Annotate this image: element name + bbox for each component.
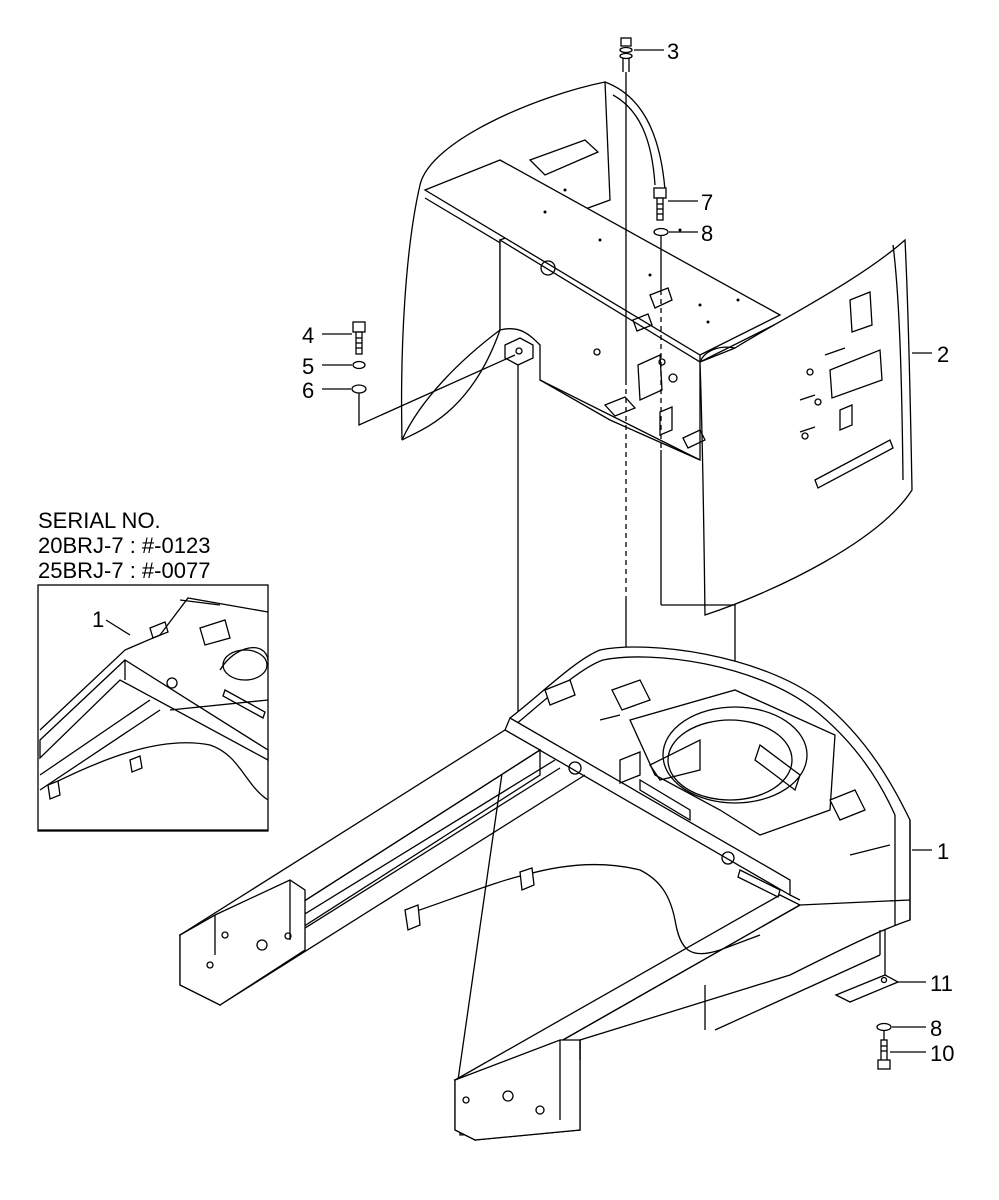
callout-3: 3 bbox=[667, 39, 679, 64]
serial-line-20brj: 20BRJ-7 : #-0123 bbox=[38, 533, 210, 558]
callout-8-bottom: 8 bbox=[930, 1016, 942, 1041]
callout-10: 10 bbox=[930, 1041, 954, 1066]
plate-item-11 bbox=[834, 974, 900, 1003]
washer-item-5 bbox=[352, 360, 366, 370]
callout-2: 2 bbox=[937, 342, 949, 367]
washer-item-6 bbox=[351, 384, 367, 394]
callout-leaders bbox=[105, 49, 932, 1053]
serial-line-25brj: 25BRJ-7 : #-0077 bbox=[38, 558, 210, 583]
callout-7: 7 bbox=[701, 190, 713, 215]
bolt-item-7 bbox=[653, 187, 667, 221]
washer-item-8-bottom bbox=[876, 1022, 892, 1032]
callout-8-top: 8 bbox=[701, 221, 713, 246]
washer-item-8-top bbox=[653, 227, 669, 237]
callout-5: 5 bbox=[302, 354, 314, 379]
bolt-item-3 bbox=[619, 37, 633, 72]
serial-block: SERIAL NO. 20BRJ-7 : #-0123 25BRJ-7 : #-… bbox=[38, 508, 210, 583]
callout-1-main: 1 bbox=[937, 839, 949, 864]
callout-1-inset: 1 bbox=[92, 607, 104, 632]
serial-heading: SERIAL NO. bbox=[38, 508, 161, 533]
callout-11: 11 bbox=[930, 971, 953, 996]
hardware-group bbox=[351, 37, 900, 1070]
bolt-item-4 bbox=[352, 321, 366, 355]
frame-part-1 bbox=[178, 646, 911, 1142]
cover-part-2 bbox=[400, 81, 913, 616]
inset-frame bbox=[37, 584, 269, 832]
callout-labels: 3 7 8 4 5 6 2 1 11 8 10 1 bbox=[92, 39, 954, 1066]
callout-4: 4 bbox=[302, 323, 314, 348]
inset-detail bbox=[37, 584, 269, 832]
bolt-item-10 bbox=[877, 1039, 891, 1070]
callout-6: 6 bbox=[302, 378, 314, 403]
